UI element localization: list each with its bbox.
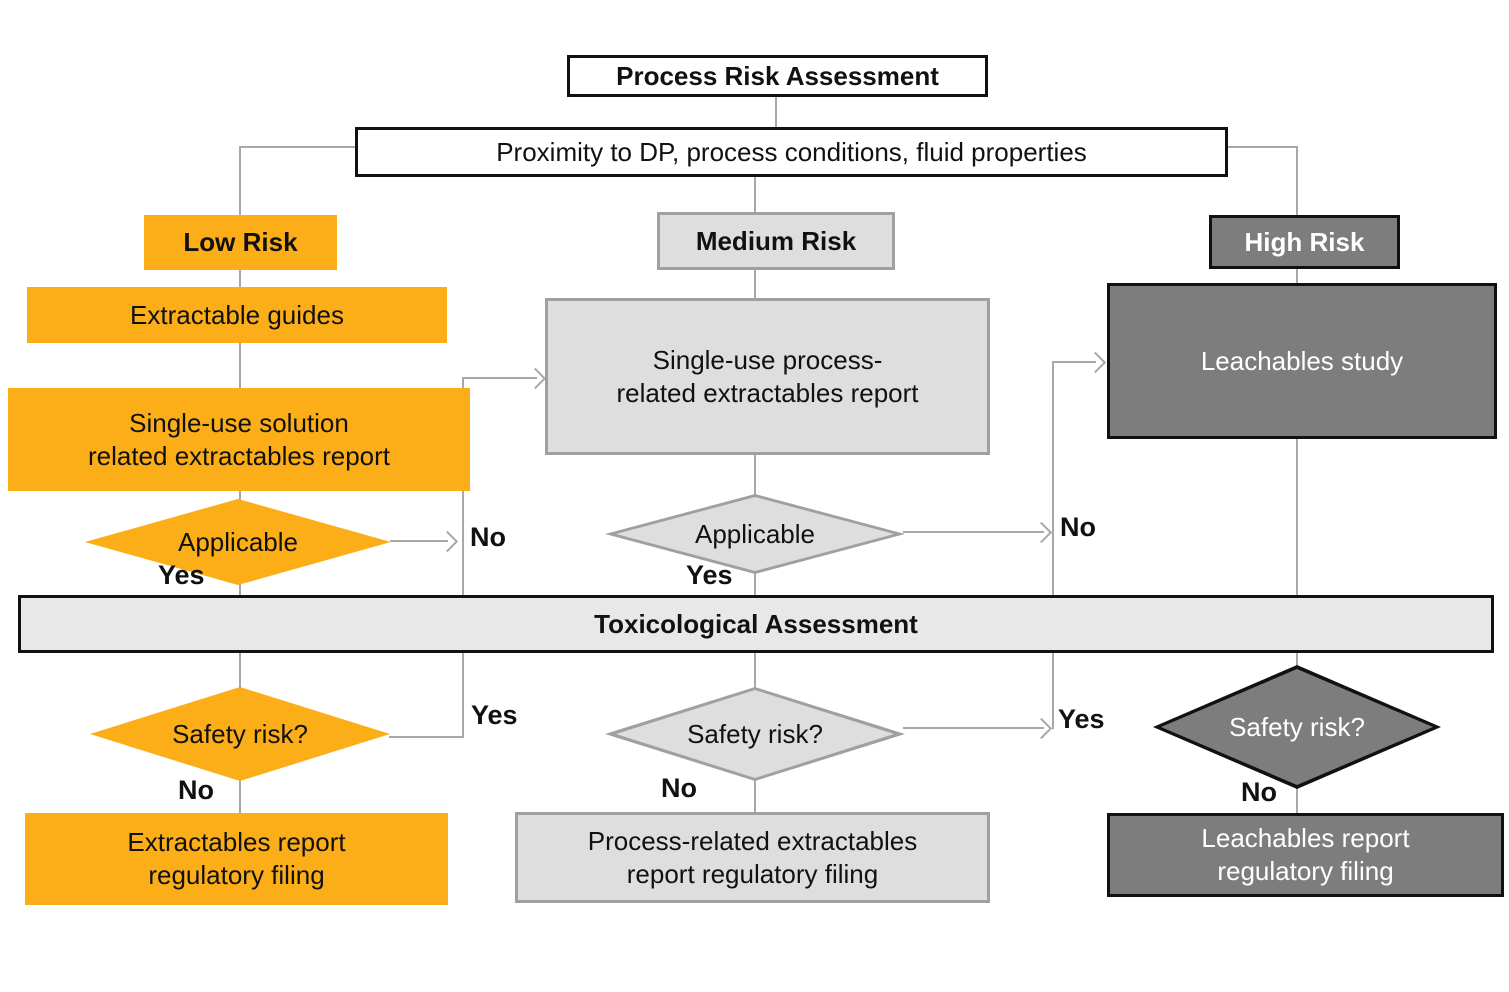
filing-line: regulatory filing: [1217, 856, 1394, 886]
applicable-label: Applicable: [695, 518, 815, 549]
connector-medium-safety-yes: [903, 727, 1044, 729]
low-risk-header: Low Risk: [144, 215, 337, 270]
filing-line: Process-related extractables: [587, 825, 918, 856]
yes-label: Yes: [686, 560, 733, 590]
no-label: No: [661, 773, 697, 803]
safety-risk-label: Safety risk?: [1229, 711, 1365, 742]
high-risk-header: High Risk: [1209, 215, 1400, 269]
leachables-study-label: Leachables study: [1200, 345, 1404, 376]
criteria-box: Proximity to DP, process conditions, flu…: [355, 127, 1228, 177]
no-label: No: [178, 775, 214, 805]
connector-low-safety-yes: [389, 736, 464, 738]
filing-line: Leachables report: [1201, 823, 1410, 853]
process-risk-assessment-box: Process Risk Assessment: [567, 55, 988, 97]
leachables-study-box: Leachables study: [1107, 283, 1497, 439]
connector-high-column: [1296, 146, 1298, 814]
safety-risk-high-diamond: Safety risk?: [1153, 665, 1441, 789]
report-line: related extractables report: [616, 377, 919, 408]
applicable-label: Applicable: [178, 526, 298, 557]
toxicological-assessment-bar: Toxicological Assessment: [18, 595, 1494, 653]
report-line: Single-use process-: [652, 344, 883, 375]
criteria-label: Proximity to DP, process conditions, flu…: [496, 136, 1087, 167]
low-risk-label: Low Risk: [183, 227, 298, 257]
no-label: No: [470, 522, 506, 552]
process-risk-assessment-label: Process Risk Assessment: [616, 60, 939, 91]
safety-risk-medium-diamond: Safety risk?: [605, 687, 905, 781]
filing-line: regulatory filing: [148, 860, 325, 890]
high-risk-label: High Risk: [1244, 226, 1365, 257]
leachables-report-filing-box: Leachables report regulatory filing: [1107, 813, 1504, 897]
arrow-right-icon: [1030, 521, 1053, 544]
filing-line: report regulatory filing: [626, 858, 879, 889]
report-line: Single-use solution: [129, 407, 349, 438]
toxicological-assessment-label: Toxicological Assessment: [594, 608, 918, 639]
connector-title-to-criteria: [775, 97, 777, 129]
filing-line: Extractables report: [127, 827, 346, 857]
arrow-right-icon: [1084, 351, 1107, 374]
report-line: related extractables report: [87, 440, 391, 471]
connector-criteria-to-low: [239, 146, 357, 148]
safety-risk-low-diamond: Safety risk?: [90, 687, 390, 781]
safety-risk-label: Safety risk?: [687, 718, 823, 749]
yes-label: Yes: [158, 560, 205, 590]
connector-into-medium-report: [462, 377, 537, 379]
single-use-process-report-box: Single-use process- related extractables…: [545, 298, 990, 455]
extractable-guides-box: Extractable guides: [27, 287, 447, 343]
connector-medium-applicable-no: [903, 531, 1044, 533]
yes-label: Yes: [1058, 704, 1105, 734]
connector-low-escalation: [462, 377, 464, 738]
arrow-right-icon: [1030, 717, 1053, 740]
process-extractables-filing-box: Process-related extractables report regu…: [515, 812, 990, 903]
single-use-solution-report-box: Single-use solution related extractables…: [8, 388, 470, 491]
applicable-low-diamond: Applicable: [85, 499, 391, 585]
yes-label: Yes: [471, 700, 518, 730]
extractables-report-filing-box: Extractables report regulatory filing: [25, 813, 448, 905]
no-label: No: [1060, 512, 1096, 542]
arrow-right-icon: [524, 367, 547, 390]
connector-into-leachables-study: [1052, 361, 1096, 363]
medium-risk-header: Medium Risk: [657, 212, 895, 270]
connector-low-applicable-no: [390, 540, 448, 542]
applicable-medium-diamond: Applicable: [605, 494, 905, 574]
arrow-right-icon: [436, 530, 459, 553]
safety-risk-label: Safety risk?: [172, 718, 308, 749]
no-label: No: [1241, 777, 1277, 807]
extractable-guides-label: Extractable guides: [130, 299, 344, 330]
connector-medium-escalation: [1052, 361, 1054, 729]
medium-risk-label: Medium Risk: [695, 225, 857, 256]
connector-criteria-to-high: [1228, 146, 1298, 148]
